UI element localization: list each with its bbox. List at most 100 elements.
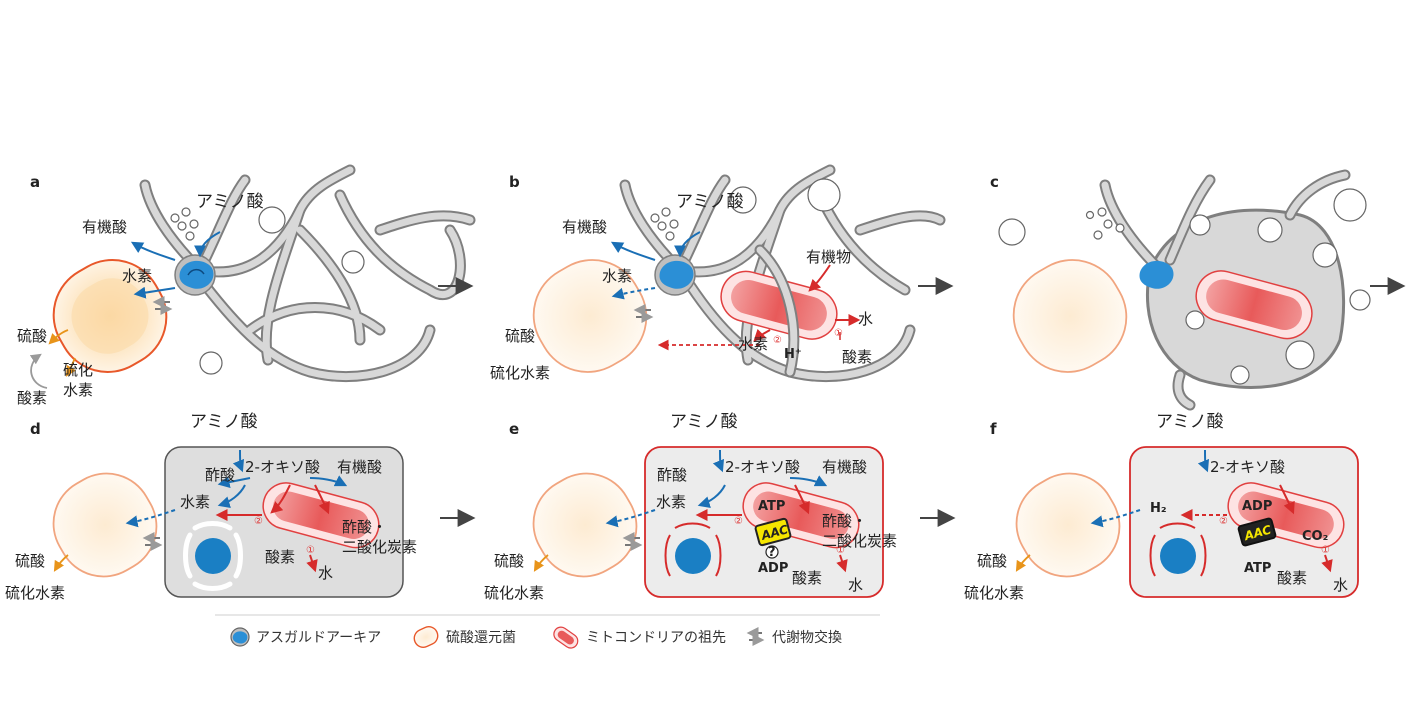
panel-e-sulfide-label: 硫化水素 — [484, 584, 544, 602]
panel-f-mitochondrion — [1227, 482, 1345, 549]
legend: アスガルドアーキア 硫酸還元菌 ミトコンドリアの祖先 代謝物交換 — [230, 626, 842, 649]
panel-b-sulfate-label: 硫酸 — [505, 327, 535, 345]
panel-a: a — [17, 164, 476, 407]
panel-f-nucleus — [1149, 522, 1207, 577]
panel-b-hydrogen-inner-label: 水素 — [738, 335, 768, 353]
panel-d-organic-acid-label: 有機酸 — [337, 458, 382, 476]
panel-a-sulfide-label-1: 硫化 — [63, 361, 93, 379]
panel-b: b — [490, 164, 946, 383]
panel-e-water-label: 水 — [848, 576, 863, 594]
panel-d-hydrogen-label: 水素 — [180, 493, 210, 511]
panel-b-hydrogen-label: 水素 — [602, 267, 632, 285]
panel-d-sulfide-label: 硫化水素 — [5, 584, 65, 602]
panel-b-amino-acid-label: アミノ酸 — [676, 192, 744, 212]
panel-f-sulfate-label: 硫酸 — [977, 552, 1007, 570]
svg-text:①: ① — [836, 545, 845, 556]
legend-srb-label: 硫酸還元菌 — [446, 630, 516, 646]
svg-text:②: ② — [773, 335, 782, 346]
panel-e-acetate-co2-label-1: 酢酸・ — [822, 512, 867, 530]
legend-asgard-icon — [230, 627, 250, 647]
panel-e-amino-acid-label: アミノ酸 — [670, 412, 738, 432]
panel-d-sulfate-reducing-bacterium — [52, 472, 158, 578]
panel-d-mitochondrion — [262, 482, 380, 549]
panel-b-asgard-nucleus — [654, 254, 696, 296]
panel-f-sulfate-reducing-bacterium — [1015, 472, 1121, 578]
panel-c-asgard-nucleus — [1139, 260, 1174, 289]
panel-f-oxoacid-label: 2-オキソ酸 — [1210, 458, 1285, 476]
panel-a-sulfate-label: 硫酸 — [17, 327, 47, 345]
panel-a-vesicles — [170, 206, 365, 375]
panel-e-adp-label: ADP — [758, 561, 788, 576]
svg-text:①: ① — [306, 545, 315, 556]
panel-f-aac-transporter: AAC — [1237, 517, 1277, 547]
svg-text:②: ② — [734, 516, 743, 527]
panel-f-atp-label: ATP — [1244, 561, 1271, 576]
svg-text:②: ② — [1219, 516, 1228, 527]
panel-e-sulfate-reducing-bacterium — [532, 472, 638, 578]
panel-f-co2-label: CO₂ — [1302, 529, 1328, 544]
svg-text:?: ? — [768, 545, 776, 560]
panel-a-letter: a — [30, 173, 40, 191]
legend-asgard-label: アスガルドアーキア — [256, 630, 381, 646]
panel-f-adp-label: ADP — [1242, 499, 1272, 514]
panel-d-letter: d — [30, 420, 41, 438]
panel-f-letter: f — [990, 420, 997, 438]
panel-e-letter: e — [509, 420, 519, 438]
panel-a-hydrogen-label: 水素 — [122, 267, 152, 285]
panel-b-proton-label: H⁺ — [784, 347, 802, 362]
panel-b-vesicles — [650, 178, 841, 241]
panel-c-vesicles — [998, 188, 1371, 385]
panel-a-sulfate-arrow — [48, 329, 69, 345]
panel-b-oxygen-label: 酸素 — [842, 348, 872, 366]
panel-a-hydrogen-arrow — [133, 286, 176, 299]
panel-a-sulfide-arrow — [65, 357, 77, 377]
legend-exchange-icon — [746, 627, 765, 646]
panel-d-acetate-label: 酢酸 — [205, 466, 235, 484]
panel-d-acetate-co2-label-1: 酢酸・ — [342, 518, 387, 536]
panel-b-letter: b — [509, 173, 520, 191]
panel-f-water-label: 水 — [1333, 576, 1348, 594]
panel-d-oxygen-label: 酸素 — [265, 548, 295, 566]
panel-a-sulfate-reducing-bacterium — [52, 259, 168, 373]
panel-e-nucleus — [664, 522, 722, 577]
panel-f: f AAC ① ② アミノ酸 2-オキソ酸 H₂ ADP CO₂ — [964, 412, 1359, 602]
panel-c: c — [990, 169, 1371, 411]
panel-d-oxoacid-label: 2-オキソ酸 — [245, 458, 320, 476]
panel-d: d ① ② アミノ酸 2-オキソ酸 酢酸 有機酸 — [5, 412, 417, 602]
panel-a-amino-acid-label: アミノ酸 — [196, 192, 264, 212]
svg-text:②: ② — [254, 516, 263, 527]
panel-e-mitochondrion — [742, 482, 860, 549]
panel-d-acetate-co2-label-2: 二酸化炭素 — [342, 538, 417, 556]
panel-f-oxygen-label: 酸素 — [1277, 569, 1307, 587]
panel-e-aac-transporter: AAC — [754, 517, 792, 547]
panel-e: e AAC ? ① ② アミノ酸 2 — [484, 412, 897, 602]
panel-b-sulfide-label: 硫化水素 — [490, 364, 550, 382]
legend-mito-label: ミトコンドリアの祖先 — [586, 630, 726, 646]
panel-b-organic-acid-label: 有機酸 — [562, 218, 607, 236]
panel-d-sulfate-label: 硫酸 — [15, 552, 45, 570]
panel-b-water-label: 水 — [858, 310, 873, 328]
panel-c-sulfate-reducing-bacterium — [1012, 259, 1128, 373]
panel-a-organic-acid-arrow — [130, 241, 176, 261]
panel-e-oxygen-label: 酸素 — [792, 569, 822, 587]
panel-a-amino-acid-arrow — [194, 231, 221, 258]
svg-text:①: ① — [834, 328, 843, 339]
panel-e-acetate-label: 酢酸 — [657, 466, 687, 484]
panel-a-organic-acid-label: 有機酸 — [82, 218, 127, 236]
panel-e-oxoacid-label: 2-オキソ酸 — [725, 458, 800, 476]
panel-a-asgard-nucleus — [174, 254, 216, 296]
legend-exchange-label: 代謝物交換 — [772, 629, 842, 646]
panel-e-atp-label: ATP — [758, 499, 785, 514]
legend-mito-icon — [553, 626, 579, 649]
panel-b-mitochondrion-ancestor — [720, 270, 838, 340]
panel-a-sulfide-label-2: 水素 — [63, 381, 93, 399]
panel-e-hydrogen-label: 水素 — [656, 493, 686, 511]
panel-f-sulfide-label: 硫化水素 — [964, 584, 1024, 602]
panel-e-organic-acid-label: 有機酸 — [822, 458, 867, 476]
panel-c-mitochondrion-ancestor — [1195, 270, 1313, 340]
panel-e-acetate-co2-label-2: 二酸化炭素 — [822, 532, 897, 550]
panel-d-water-label: 水 — [318, 564, 333, 582]
panel-a-oxygen-label: 酸素 — [17, 389, 47, 407]
panel-f-h2-label: H₂ — [1150, 501, 1167, 516]
svg-text:①: ① — [1321, 545, 1330, 556]
